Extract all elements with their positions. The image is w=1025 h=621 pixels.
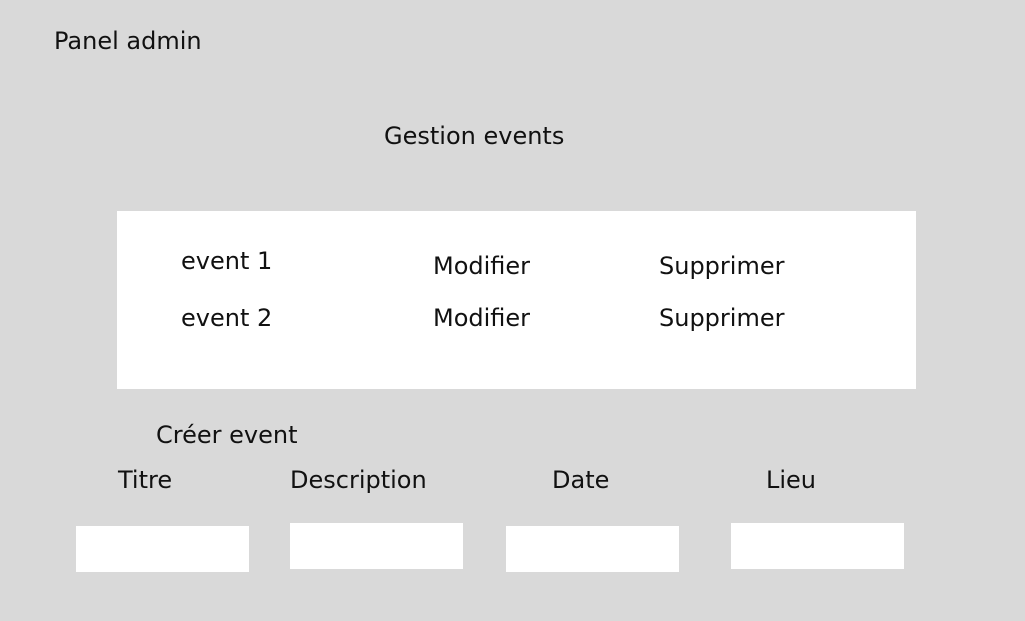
events-list-panel: event 1 Modifier Supprimer event 2 Modif… [117, 211, 916, 389]
page-title: Panel admin [54, 27, 202, 55]
edit-event-1-button[interactable]: Modifier [433, 252, 531, 280]
create-event-heading: Créer event [156, 421, 298, 449]
event-name-2: event 2 [181, 304, 273, 332]
event-name-1: event 1 [181, 247, 273, 275]
delete-event-1-button[interactable]: Supprimer [659, 252, 785, 280]
titre-label: Titre [118, 466, 173, 494]
description-input[interactable] [290, 523, 463, 569]
delete-event-2-button[interactable]: Supprimer [659, 304, 785, 332]
section-title-gestion-events: Gestion events [384, 122, 565, 150]
lieu-label: Lieu [766, 466, 817, 494]
date-input[interactable] [506, 526, 679, 572]
date-label: Date [552, 466, 610, 494]
edit-event-2-button[interactable]: Modifier [433, 304, 531, 332]
titre-input[interactable] [76, 526, 249, 572]
description-label: Description [290, 466, 427, 494]
lieu-input[interactable] [731, 523, 904, 569]
